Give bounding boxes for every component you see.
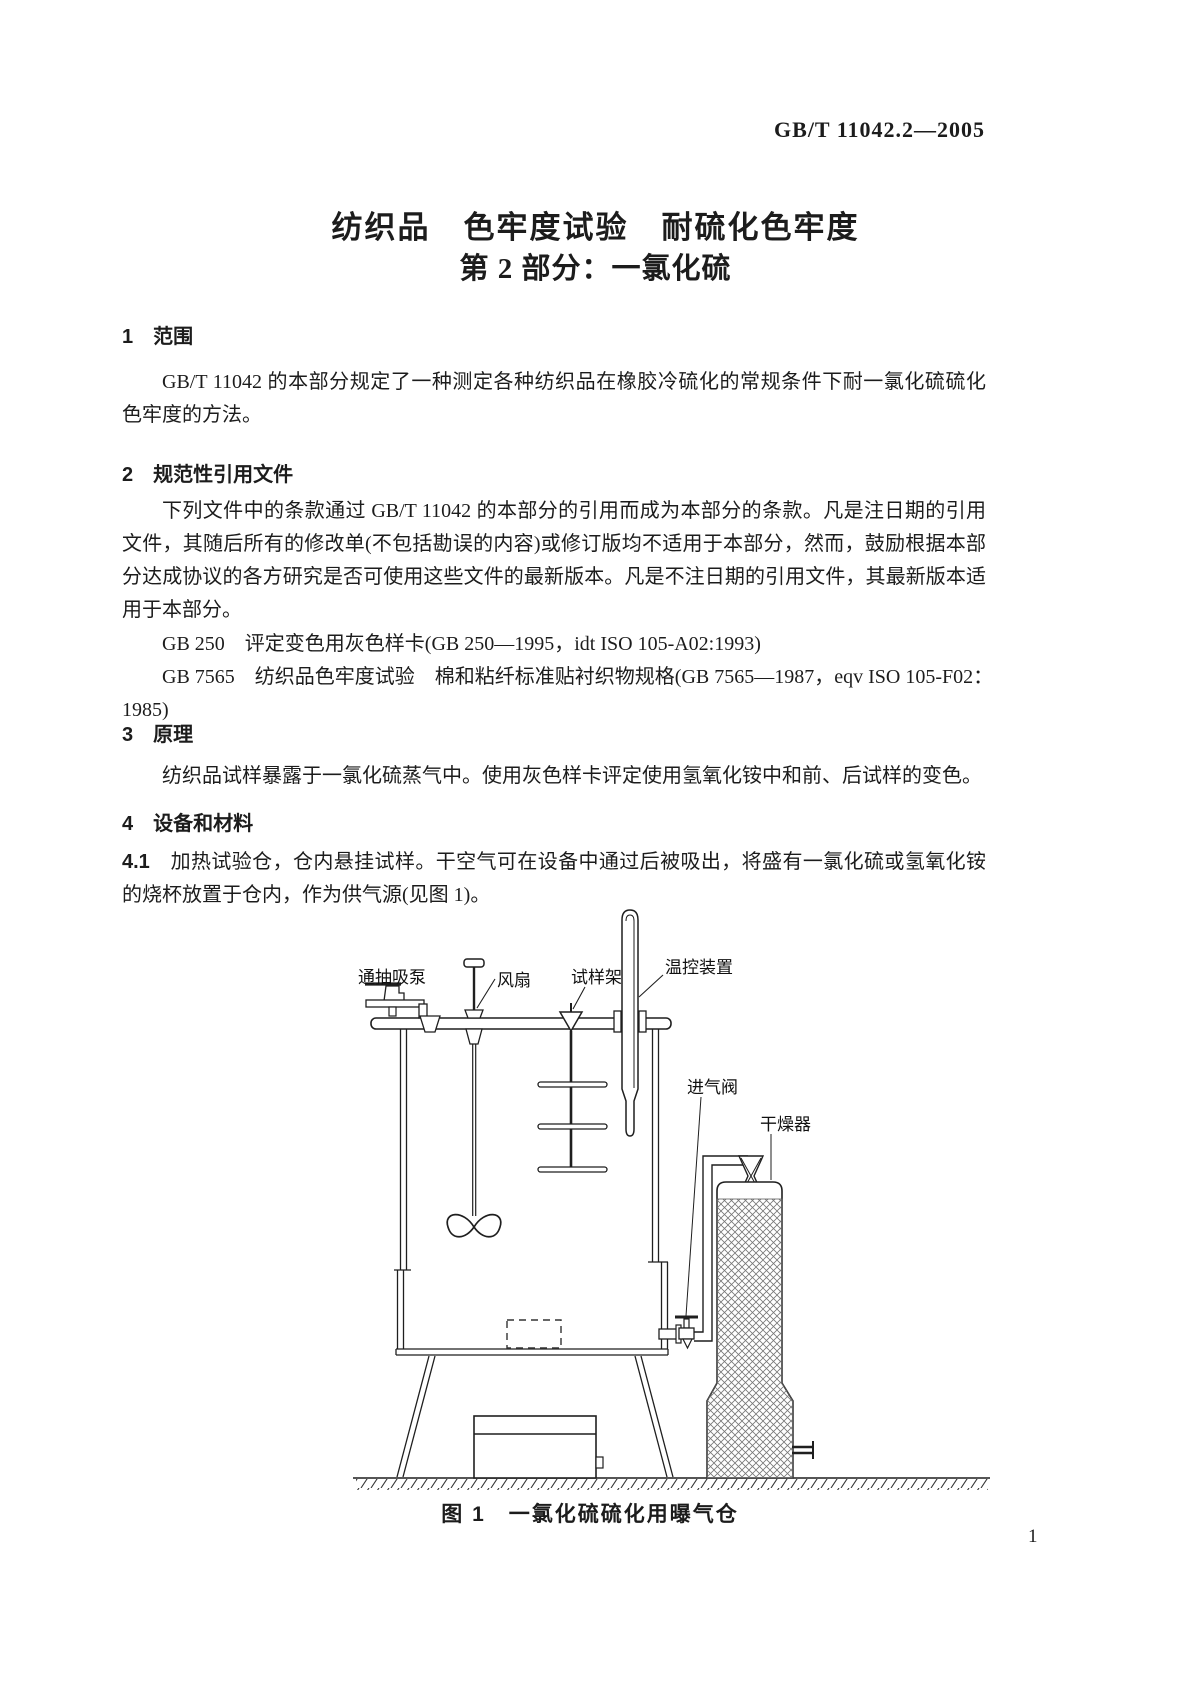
section-2-paragraph: 下列文件中的条款通过 GB/T 11042 的本部分的引用而成为本部分的条款。凡… xyxy=(122,500,986,621)
document-title: 纺织品 色牢度试验 耐硫化色牢度 第 2 部分：一氯化硫 xyxy=(0,208,1191,287)
dryer-tap xyxy=(792,1441,814,1459)
label-leader-lines xyxy=(476,974,772,1317)
section-1-heading: 1 范围 xyxy=(122,326,194,348)
reference-gb250: GB 250 评定变色用灰色样卡(GB 250—1995，idt ISO 105… xyxy=(162,633,761,655)
figure-1-caption: 图 1 一氯化硫硫化用曝气仓 xyxy=(441,1503,739,1526)
section-3-paragraph: 纺织品试样暴露于一氯化硫蒸气中。使用灰色样卡评定使用氢氧化铵中和前、后试样的变色… xyxy=(162,765,982,787)
clause-4-1-number: 4.1 xyxy=(122,851,150,873)
reference-gb7565-line1: GB 7565 纺织品色牢度试验 棉和粘纤标准贴衬织物规格(GB 7565—19… xyxy=(162,666,994,688)
specimen-rack xyxy=(537,1003,608,1173)
title-line-2: 第 2 部分：一氯化硫 xyxy=(459,253,732,285)
label-dryer: 干燥器 xyxy=(760,1115,811,1134)
clause-4-1-text: 加热试验仓，仓内悬挂试样。干空气可在设备中通过后被吸出，将盛有一氯化硫或氢氧化铵… xyxy=(122,851,986,906)
ground-line xyxy=(353,1477,990,1490)
base-box xyxy=(473,1415,604,1479)
reference-gb7565-line2: 1985) xyxy=(122,699,169,721)
section-2-heading: 2 规范性引用文件 xyxy=(122,464,294,486)
dryer-vessel xyxy=(706,1181,814,1479)
air-pipe xyxy=(694,1155,748,1342)
thermometer xyxy=(613,909,647,1137)
standard-code-header: GB/T 11042.2—2005 xyxy=(774,117,985,142)
chamber-lid xyxy=(370,1017,672,1030)
label-inlet-valve: 进气阀 xyxy=(687,1078,738,1097)
suction-pump xyxy=(365,982,441,1033)
stand-legs xyxy=(396,1355,674,1478)
beaker-outline-dashed xyxy=(506,1319,562,1349)
title-line-1: 纺织品 色牢度试验 耐硫化色牢度 xyxy=(331,210,860,245)
page-number: 1 xyxy=(1028,1526,1038,1547)
figure-1-diagram: 通抽吸泵 风扇 试样架 温控装置 进气阀 干燥器 xyxy=(353,909,990,1490)
section-3-heading: 3 原理 xyxy=(122,724,194,746)
label-temperature-control: 温控装置 xyxy=(665,958,733,977)
inlet-valve xyxy=(658,1315,698,1350)
section-4-heading: 4 设备和材料 xyxy=(122,813,254,835)
label-fan: 风扇 xyxy=(497,971,531,990)
fan xyxy=(446,958,502,1238)
label-suction-pump: 通抽吸泵 xyxy=(358,968,426,987)
test-chamber xyxy=(394,1029,669,1356)
section-1-paragraph: GB/T 11042 的本部分规定了一种测定各种纺织品在橡胶冷硫化的常规条件下耐… xyxy=(122,371,986,426)
clause-4-1-paragraph: 4.1 加热试验仓，仓内悬挂试样。干空气可在设备中通过后被吸出，将盛有一氯化硫或… xyxy=(122,846,986,912)
label-specimen-rack: 试样架 xyxy=(571,968,622,987)
